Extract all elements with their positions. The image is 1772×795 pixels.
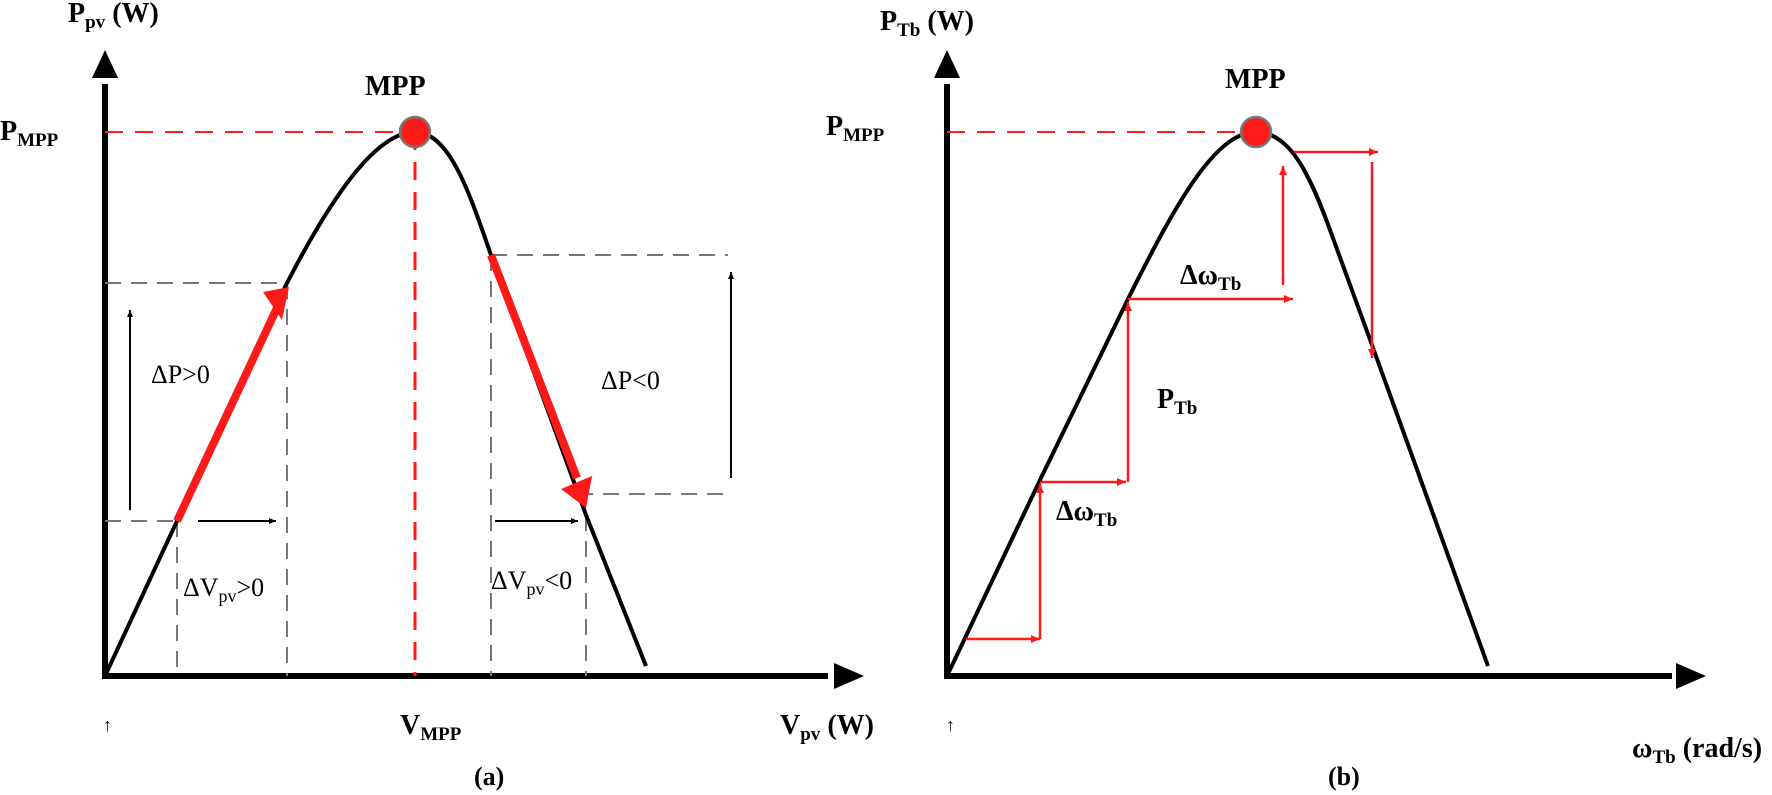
y-axis-arrow-icon bbox=[92, 50, 118, 78]
mpp-point-a bbox=[398, 115, 432, 149]
origin-mark-b: ↑ bbox=[946, 715, 955, 735]
v-mpp-label: VMPP bbox=[400, 710, 462, 745]
p-mpp-label-a: PMPP bbox=[0, 116, 59, 151]
y-axis-arrow-icon bbox=[934, 50, 960, 78]
x-axis-arrow-icon bbox=[1676, 663, 1706, 689]
y-axis-label-a: Ppv (W) bbox=[68, 0, 159, 33]
panel-caption-a: (a) bbox=[474, 762, 505, 791]
mpp-label-a: MPP bbox=[365, 71, 426, 102]
delta-v-negative-label: ΔVpv<0 bbox=[491, 566, 573, 599]
delta-p-negative-label: ΔP<0 bbox=[601, 366, 660, 395]
turbine-power-curve bbox=[945, 129, 1490, 677]
panel-a bbox=[92, 50, 864, 689]
y-axis-label-b: PTb (W) bbox=[880, 6, 975, 41]
delta-omega-lower-label: ΔωTb bbox=[1056, 496, 1118, 531]
panel-caption-b: (b) bbox=[1328, 762, 1360, 791]
p-mpp-label-b: PMPP bbox=[826, 111, 885, 146]
x-axis-label-a: Vpv (W) bbox=[780, 710, 874, 745]
mpp-point-b bbox=[1239, 115, 1273, 149]
x-axis-label-b: ωTb (rad/s) bbox=[1632, 733, 1763, 768]
increase-arrow bbox=[173, 306, 281, 523]
panel-b bbox=[934, 50, 1706, 689]
decrease-arrow bbox=[487, 253, 581, 480]
delta-omega-upper-label: ΔωTb bbox=[1180, 260, 1242, 295]
decrease-arrowhead-icon bbox=[561, 476, 592, 508]
delta-p-positive-label: ΔP>0 bbox=[151, 360, 210, 389]
delta-v-positive-label: ΔVpv>0 bbox=[183, 573, 265, 606]
origin-mark-a: ↑ bbox=[103, 715, 112, 735]
x-axis-arrow-icon bbox=[834, 663, 864, 689]
increase-arrowhead-icon bbox=[263, 287, 289, 320]
mpp-label-b: MPP bbox=[1225, 64, 1286, 95]
p-tb-label: PTb bbox=[1157, 384, 1198, 419]
